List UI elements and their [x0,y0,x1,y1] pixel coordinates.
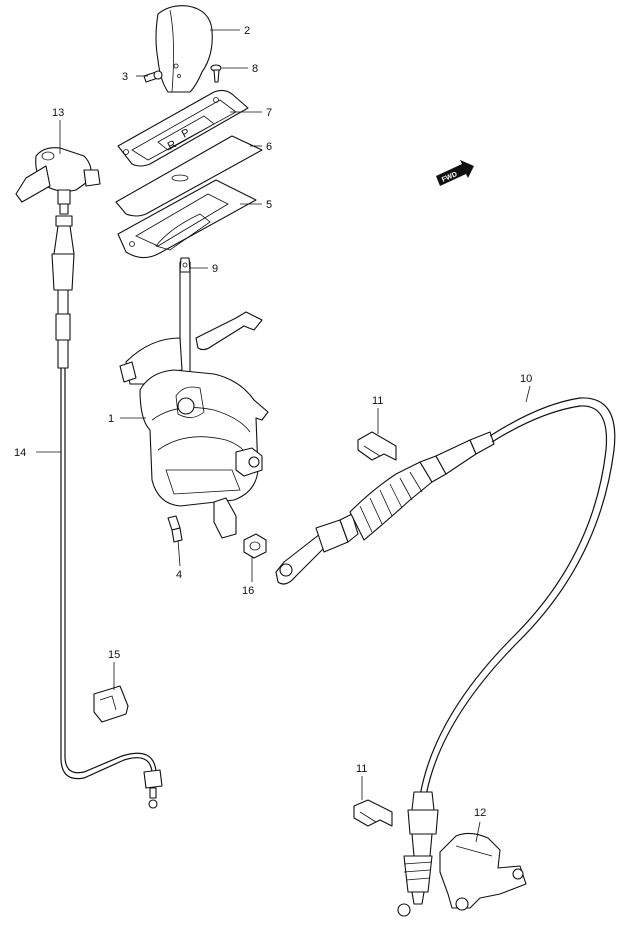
clip-part-15[interactable] [93,685,129,723]
callout-3: 3 [122,71,128,83]
shift-knob-part-2[interactable] [155,5,213,93]
bolt-part-4[interactable] [167,515,183,543]
shift-control-cable-part-10[interactable] [275,397,616,917]
shift-lock-solenoid-part-13[interactable] [15,147,101,215]
screw-part-3[interactable] [143,70,163,83]
shift-lock-cable-part-14[interactable] [51,215,163,809]
indicator-plate-part-7[interactable]: R P [117,89,249,167]
callout-10: 10 [520,373,532,385]
nut-part-16[interactable] [243,533,267,559]
callout-6: 6 [266,141,272,153]
callout-14: 14 [14,447,26,459]
shift-lever-assembly-part-1[interactable] [119,257,269,539]
callout-12: 12 [474,807,486,819]
forward-direction-arrow-icon: FWD [436,160,474,186]
pin-part-9[interactable] [179,257,191,273]
gate-plate-part-5[interactable] [117,179,257,259]
clip-part-11-upper[interactable] [357,431,397,461]
bracket-part-12[interactable] [439,832,527,911]
callout-2: 2 [244,25,250,37]
callout-5: 5 [266,199,272,211]
callout-13: 13 [52,107,64,119]
callout-16: 16 [242,585,254,597]
callout-15: 15 [108,649,120,661]
callout-numbers: 2 3 8 7 6 5 9 1 4 16 13 14 15 11 11 12 1… [14,25,532,819]
screw-part-8[interactable] [210,64,222,83]
callout-7: 7 [266,107,272,119]
callout-8: 8 [252,63,258,75]
clip-part-11-lower[interactable] [353,799,393,827]
callout-11-upper: 11 [372,395,383,407]
callout-4: 4 [176,569,182,581]
slide-plate-part-6[interactable] [115,135,263,217]
callout-9: 9 [212,263,218,275]
callout-1: 1 [108,413,114,425]
callout-11-lower: 11 [356,763,367,775]
leader-lines [36,29,531,843]
